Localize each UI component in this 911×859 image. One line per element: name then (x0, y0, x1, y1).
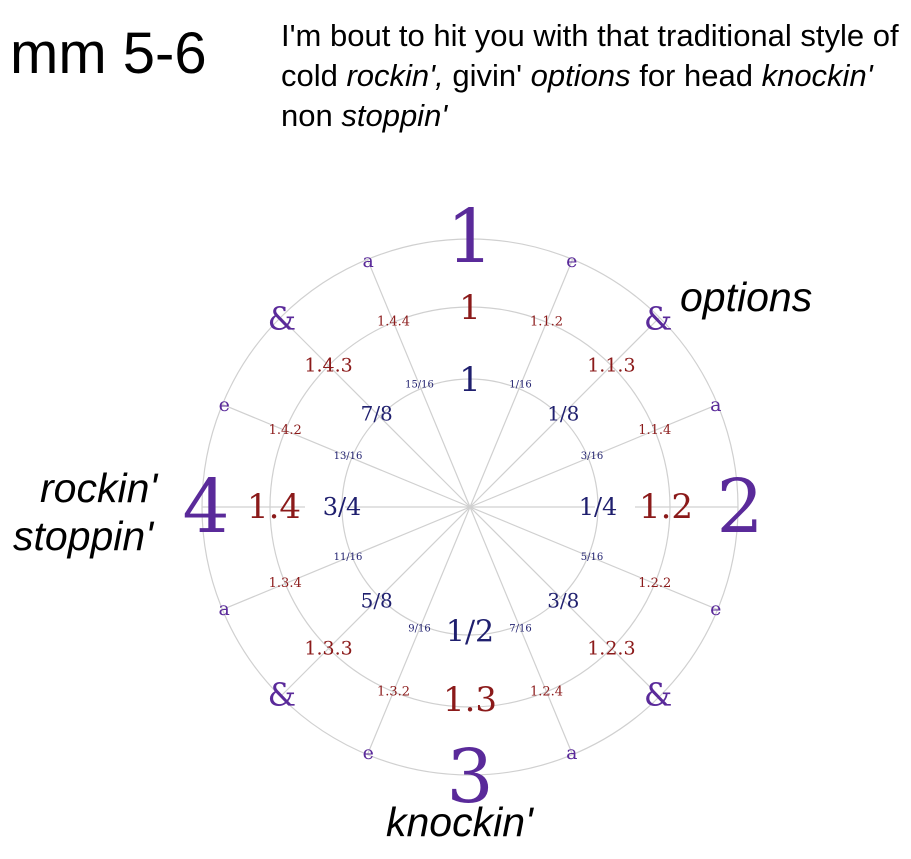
ring-label-inner: 9/16 (408, 624, 430, 635)
ring-label-middle: 1.4 (247, 487, 301, 527)
ring-label-inner: 1/16 (509, 380, 531, 391)
ring-label-inner: 5/16 (581, 552, 603, 563)
word-rockin: rockin' (40, 465, 158, 511)
spoke-line (222, 403, 471, 508)
ring-label-inner: 7/16 (509, 624, 531, 635)
spoke-line (280, 506, 471, 697)
ring-label-middle: 1.3.4 (269, 576, 302, 591)
lyric-segment: rockin', (346, 58, 444, 93)
ring-label-outer: a (566, 742, 577, 764)
ring-label-outer: 1 (446, 194, 493, 280)
word-stoppin: stoppin' (13, 513, 154, 559)
ring-label-middle: 1.3.3 (304, 637, 352, 659)
word-options: options (680, 274, 813, 320)
ring-label-outer: & (268, 676, 296, 714)
ring-label-inner: 1/8 (547, 402, 579, 426)
ring-label-inner: 7/8 (361, 402, 393, 426)
ring-label-middle: 1.1.2 (530, 315, 563, 330)
ring-label-outer: a (363, 250, 374, 272)
spoke-line (469, 506, 718, 611)
ring-label-inner: 5/8 (361, 588, 393, 612)
ring-label-inner: 11/16 (334, 552, 363, 563)
ring-label-outer: e (363, 742, 374, 764)
ring-label-inner: 1/4 (579, 493, 618, 521)
ring-label-inner: 1/2 (446, 615, 494, 650)
lyric-segment: I'm bout to hit you with that traditiona… (281, 18, 792, 53)
inner-ring (341, 378, 599, 636)
spoke-line (366, 506, 471, 755)
lyric-segment: style of cold (281, 18, 899, 93)
ring-label-outer: & (644, 300, 672, 338)
ring-label-middle: 1.3 (443, 680, 497, 720)
lyric-text: I'm bout to hit you with that traditiona… (281, 16, 911, 136)
ring-label-middle: 1.1.4 (638, 423, 671, 438)
ring-label-outer: & (268, 300, 296, 338)
ring-label-outer: 4 (182, 464, 229, 550)
ring-label-inner: 3/16 (581, 451, 603, 462)
ring-label-middle: 1.2.2 (638, 576, 671, 591)
ring-label-outer: e (219, 394, 230, 416)
ring-label-inner: 3/4 (323, 493, 362, 521)
ring-label-inner: 13/16 (334, 451, 363, 462)
ring-label-outer: e (566, 250, 577, 272)
ring-label-middle: 1.4.3 (304, 355, 352, 377)
ring-label-outer: a (710, 394, 721, 416)
spoke-line (469, 506, 574, 755)
ring-label-outer: & (644, 676, 672, 714)
lyric-segment: for head (630, 58, 762, 93)
ring-label-middle: 1.1.3 (587, 355, 635, 377)
ring-label-middle: 1.3.2 (377, 684, 410, 699)
ring-label-outer: e (710, 598, 721, 620)
spoke-line (222, 506, 471, 611)
ring-label-inner: 15/16 (405, 380, 434, 391)
lyric-segment: non (281, 98, 342, 133)
spoke-line (469, 506, 660, 697)
lyric-segment: givin' (443, 58, 531, 93)
ring-label-middle: 1.4.2 (269, 423, 302, 438)
lyric-segment: stoppin' (341, 98, 448, 133)
spoke-line (366, 259, 471, 508)
measure-title: mm 5-6 (10, 21, 207, 86)
spoke-line (469, 403, 718, 508)
spoke-line (469, 259, 574, 508)
ring-label-inner: 3/8 (547, 588, 579, 612)
spoke-line (469, 317, 660, 508)
word-knockin: knockin' (386, 799, 533, 845)
ring-label-middle: 1.4.4 (377, 315, 410, 330)
ring-label-middle: 1.2 (639, 487, 693, 527)
ring-label-outer: 3 (446, 734, 493, 820)
ring-label-middle: 1 (459, 288, 481, 328)
ring-label-outer: 2 (716, 464, 763, 550)
ring-label-middle: 1.2.4 (530, 684, 563, 699)
ring-label-inner: 1 (459, 360, 481, 400)
lyric-segment: knockin' (761, 58, 873, 93)
lyric-segment: options (530, 58, 631, 93)
ring-label-outer: a (219, 598, 230, 620)
spoke-line (280, 317, 471, 508)
ring-label-middle: 1.2.3 (587, 637, 635, 659)
